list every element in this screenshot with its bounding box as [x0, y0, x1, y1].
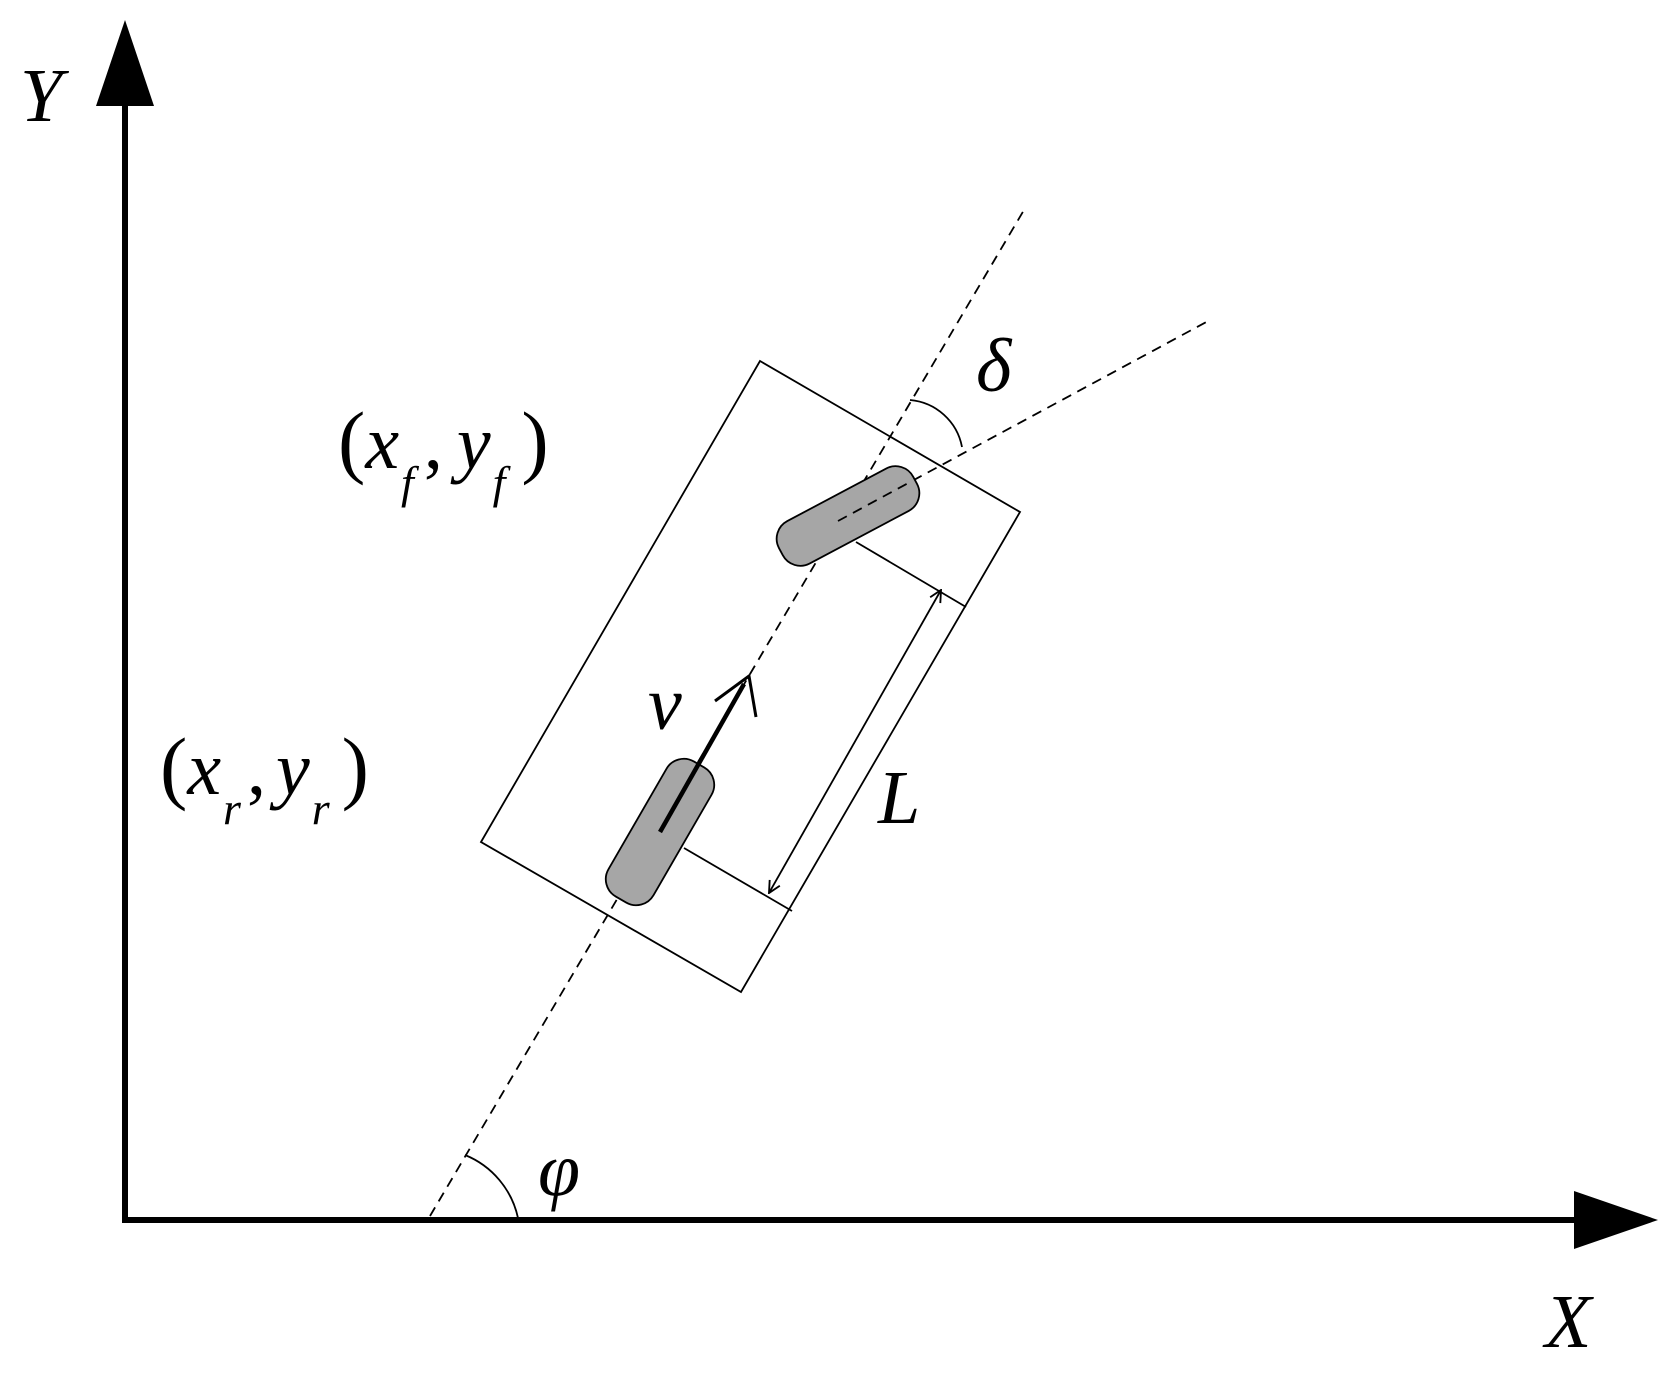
rear-y-symbol: y [275, 727, 310, 811]
rear-point-label: (xr,yr) [160, 726, 369, 832]
rear-y-subscript: r [311, 783, 330, 834]
velocity-arrow-shaft [658, 682, 746, 834]
front-open-paren: ( [338, 395, 366, 486]
rear-x-subscript: r [223, 783, 241, 834]
front-x-symbol: x [365, 401, 400, 485]
wheelbase-dimension-line [769, 590, 941, 893]
rear-extension-line [683, 847, 793, 912]
front-separator: , [423, 401, 443, 485]
front-wheel-axis-dashed [837, 480, 913, 522]
front-extension-line [855, 541, 967, 608]
front-close-paren: ) [521, 395, 549, 486]
front-x-subscript: f [401, 457, 414, 508]
velocity-label: v [648, 662, 682, 746]
front-point-label: (xf,yf) [338, 400, 549, 506]
rear-separator: , [246, 727, 266, 811]
heading-angle-label: φ [538, 1128, 581, 1212]
steering-angle-label: δ [976, 324, 1012, 408]
steering-angle-arc [909, 399, 963, 448]
vehicle-body [479, 359, 1022, 994]
y-axis-label: Y [20, 54, 63, 138]
y-axis-arrowhead [96, 20, 154, 106]
x-axis-label: X [1545, 1280, 1592, 1364]
front-y-symbol: y [456, 401, 491, 485]
rear-open-paren: ( [160, 721, 188, 812]
rear-close-paren: ) [341, 721, 369, 812]
front-y-subscript: f [492, 457, 506, 508]
front-wheel [775, 465, 921, 567]
heading-angle-arc [464, 1154, 519, 1219]
velocity-arrowhead [714, 673, 758, 718]
wheelbase-label: L [878, 756, 921, 840]
rear-x-symbol: x [187, 727, 222, 811]
x-axis-arrowhead [1574, 1191, 1658, 1249]
